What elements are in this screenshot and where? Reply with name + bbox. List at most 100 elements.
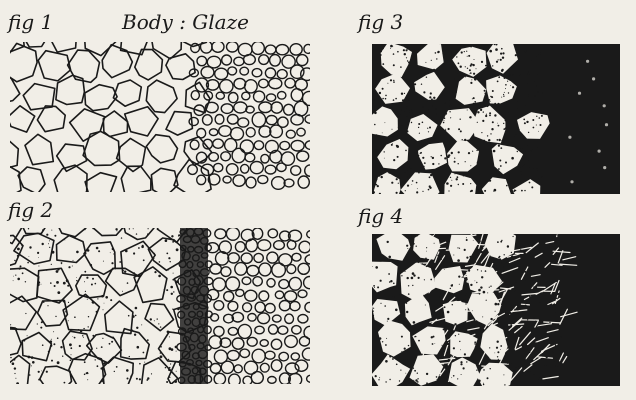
stipple-dot (128, 315, 130, 317)
stipple-dot (139, 363, 141, 365)
stipple-dot (176, 371, 177, 372)
stipple-dot (376, 149, 378, 151)
glaze-bubble (254, 91, 265, 102)
stipple-dot (512, 186, 513, 187)
stipple-dot (396, 178, 398, 180)
stipple-dot (28, 228, 29, 229)
stipple-dot (530, 77, 531, 78)
stipple-dot (53, 343, 55, 345)
stipple-dot (70, 347, 72, 349)
stipple-dot (404, 171, 406, 173)
stipple-dot (535, 321, 537, 323)
stipple-dot (450, 117, 451, 118)
stipple-dot (550, 268, 552, 270)
stipple-dot (154, 258, 155, 259)
stipple-dot (413, 243, 415, 245)
glaze-bubble (247, 337, 257, 346)
stipple-dot (498, 168, 500, 170)
glaze-bubble (277, 70, 287, 79)
stipple-dot (525, 105, 526, 106)
stipple-dot (485, 169, 487, 171)
stipple-dot (398, 115, 400, 117)
stipple-dot (432, 157, 434, 159)
stipple-dot (31, 365, 32, 366)
stipple-dot (381, 176, 383, 178)
stipple-dot (460, 119, 461, 120)
stipple-dot (462, 263, 463, 264)
glaze-bubble (243, 303, 252, 312)
stipple-dot (487, 159, 488, 160)
stipple-dot (434, 306, 436, 308)
stipple-dot (407, 248, 408, 249)
stipple-dot (521, 190, 523, 192)
stipple-dot (454, 78, 456, 80)
fig4-illustration (365, 221, 620, 392)
stipple-dot (437, 169, 439, 171)
stipple-dot (426, 373, 428, 375)
glaze-bubble (214, 326, 224, 336)
stipple-dot (376, 347, 377, 348)
stipple-dot (127, 378, 129, 380)
stipple-dot (458, 184, 459, 185)
stipple-dot (15, 378, 16, 379)
stipple-dot (474, 78, 477, 81)
body-grain (166, 112, 192, 136)
stipple-dot (390, 45, 393, 48)
stipple-dot (499, 139, 501, 141)
stipple-dot (525, 359, 526, 360)
stipple-dot (466, 361, 467, 362)
stipple-dot (560, 336, 562, 338)
stipple-dot (373, 137, 375, 139)
stipple-dot (500, 59, 502, 61)
stipple-dot (142, 245, 144, 247)
stipple-dot (454, 158, 455, 159)
glaze-bubble (280, 141, 290, 149)
glaze-bubble (242, 277, 251, 284)
stipple-dot (165, 367, 166, 368)
glaze-bubble (266, 116, 277, 125)
glaze-bubble (271, 102, 282, 113)
stipple-dot (103, 261, 104, 262)
glaze-bubble (219, 126, 232, 137)
stipple-dot (177, 307, 180, 310)
glaze-bubble (244, 55, 256, 65)
stipple-dot (382, 341, 383, 342)
stipple-dot (393, 159, 395, 161)
stipple-dot (537, 325, 538, 326)
stipple-dot (469, 256, 471, 258)
stipple-dot (517, 101, 518, 102)
needle-crystal (476, 244, 486, 245)
stipple-dot (549, 375, 550, 376)
stipple-dot (405, 49, 407, 51)
stipple-dot (521, 174, 522, 175)
stipple-dot (424, 279, 425, 280)
stipple-dot (421, 84, 422, 85)
body-grain (2, 43, 37, 81)
stipple-dot (397, 156, 399, 158)
stipple-dot (520, 249, 522, 251)
stipple-dot (84, 271, 86, 273)
stipple-dot (467, 56, 468, 57)
glaze-bubble (285, 291, 297, 302)
stipple-dot (484, 103, 486, 105)
stipple-dot (444, 120, 445, 121)
stipple-dot (555, 247, 556, 248)
stipple-dot (436, 379, 437, 380)
stipple-dot (396, 192, 398, 194)
stipple-dot (168, 359, 169, 360)
stipple-dot (87, 379, 88, 380)
glaze-bubble (255, 326, 264, 334)
stipple-dot (522, 357, 523, 358)
stipple-dot (532, 168, 534, 170)
stipple-dot (551, 351, 552, 352)
stipple-dot (515, 134, 517, 136)
stipple-dot (56, 281, 59, 284)
glaze-bubble (279, 280, 289, 289)
glaze-bubble (286, 130, 295, 138)
stipple-dot (507, 362, 509, 364)
stipple-dot (51, 264, 52, 265)
stipple-dot (447, 69, 449, 71)
stipple-dot (466, 257, 468, 259)
stipple-dot (513, 139, 515, 141)
stipple-dot (451, 180, 452, 181)
